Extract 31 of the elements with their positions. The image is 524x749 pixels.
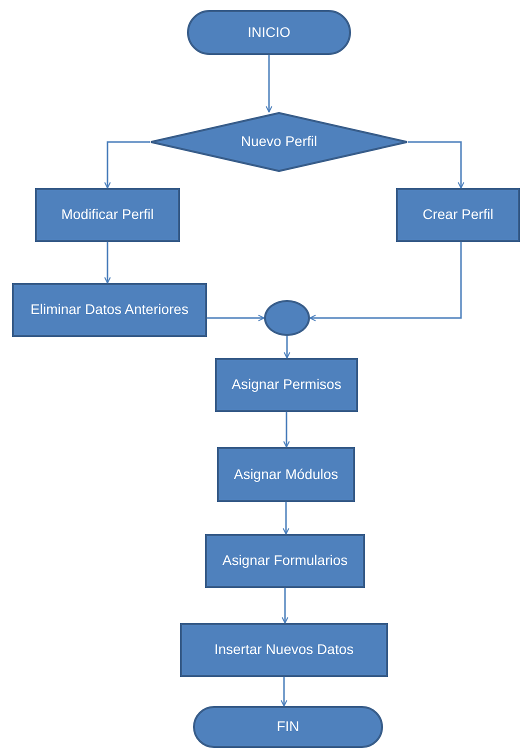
process-box: [396, 188, 520, 242]
process-box: [35, 188, 180, 242]
terminal-shape: [187, 10, 351, 55]
arrow: [104, 242, 111, 284]
arrow: [283, 412, 290, 448]
node-label: Modificar Perfil: [60, 206, 155, 224]
node-label: Nuevo Perfil: [240, 133, 318, 151]
process-box: [205, 534, 365, 588]
arrow: [282, 588, 288, 624]
arrow: [266, 55, 272, 113]
node-label: Asignar Permisos: [230, 376, 342, 394]
node-label: Asignar Formularios: [221, 552, 349, 570]
node-label: Asignar Módulos: [232, 466, 340, 484]
arrow: [408, 141, 464, 189]
arrow: [309, 242, 462, 322]
node-label: Insertar Nuevos Datos: [213, 641, 355, 659]
arrow: [104, 141, 150, 189]
process-box: [180, 623, 388, 677]
process-box: [12, 283, 207, 337]
process-box: [217, 447, 355, 502]
arrow: [280, 677, 288, 707]
node-label: Crear Perfil: [422, 206, 494, 224]
arrow: [207, 314, 265, 322]
node-label: INICIO: [246, 24, 292, 42]
connector-circle: [264, 300, 310, 336]
arrow: [282, 502, 290, 535]
node-label: Eliminar Datos Anteriores: [30, 301, 190, 319]
node-label: FIN: [276, 718, 300, 736]
arrow: [284, 336, 290, 359]
terminal-shape: [193, 706, 383, 748]
process-box: [215, 358, 358, 412]
